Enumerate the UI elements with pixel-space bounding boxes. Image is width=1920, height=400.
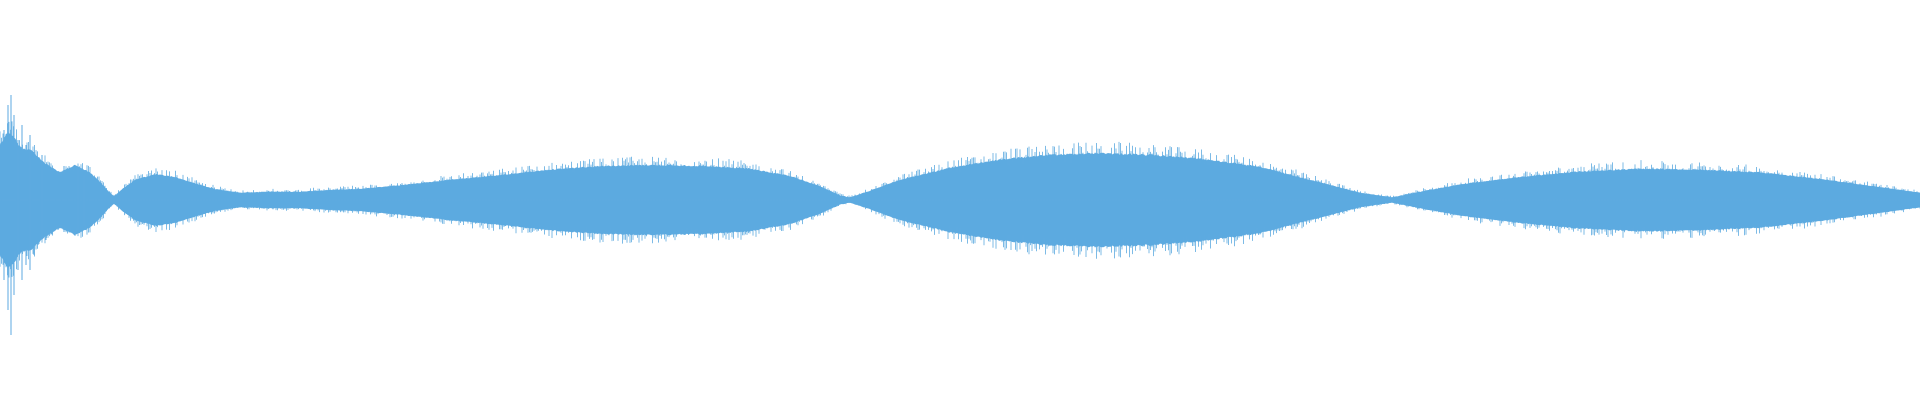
waveform-samples	[0, 95, 1920, 335]
waveform-texture	[0, 121, 1920, 278]
waveform-transient-spikes	[3, 95, 93, 335]
